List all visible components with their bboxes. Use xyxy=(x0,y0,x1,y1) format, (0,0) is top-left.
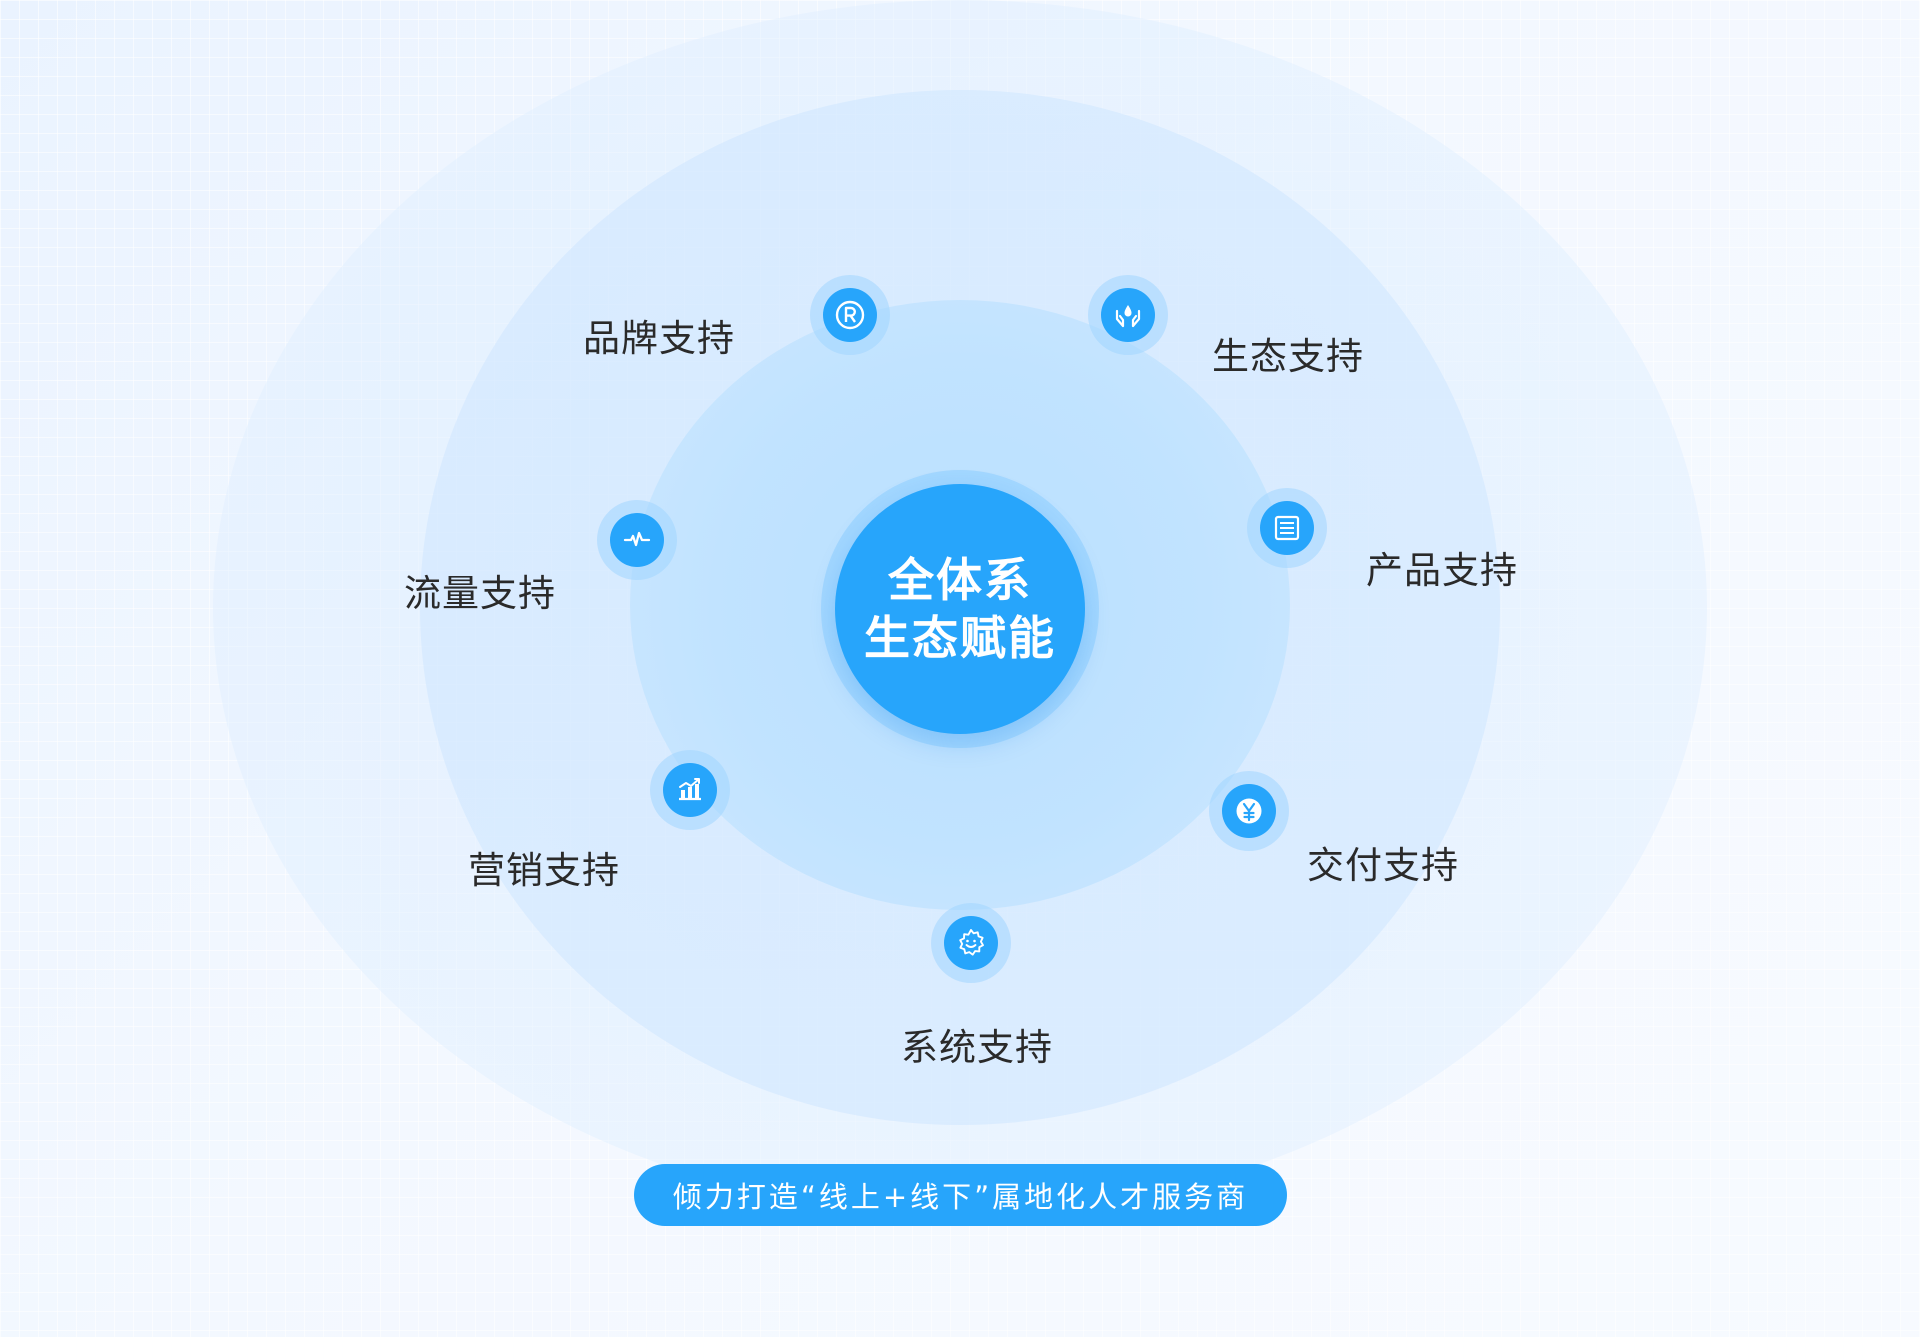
yen-coin-icon xyxy=(1236,798,1262,824)
label-delivery-support: 交付支持 xyxy=(1307,844,1459,887)
pulse-wave-icon xyxy=(623,531,651,547)
node-brand-support xyxy=(810,275,890,355)
label-system-support: 系统支持 xyxy=(901,1026,1053,1069)
hands-water-drop-icon xyxy=(1115,305,1141,328)
label-marketing-support: 营销支持 xyxy=(468,849,620,892)
center-title-line1: 全体系 xyxy=(888,553,1032,607)
growth-chart-icon xyxy=(679,778,701,801)
label-ecosystem-support: 生态支持 xyxy=(1212,335,1364,378)
document-list-icon xyxy=(1274,515,1300,541)
node-marketing-support xyxy=(650,750,730,830)
node-system-support xyxy=(931,903,1011,983)
node-delivery-support xyxy=(1209,771,1289,851)
node-traffic-support xyxy=(597,500,677,580)
tagline-banner: 倾力打造“线上+线下”属地化人才服务商 xyxy=(634,1164,1287,1226)
center-circle: 全体系 生态赋能 xyxy=(835,484,1085,734)
node-ecosystem-support xyxy=(1088,275,1168,355)
center-title-line2: 生态赋能 xyxy=(864,611,1056,665)
label-traffic-support: 流量支持 xyxy=(404,572,556,615)
label-product-support: 产品支持 xyxy=(1366,549,1518,592)
registered-trademark-icon xyxy=(835,300,865,330)
node-product-support xyxy=(1247,488,1327,568)
smile-gear-icon xyxy=(959,929,984,956)
label-brand-support: 品牌支持 xyxy=(583,317,735,360)
